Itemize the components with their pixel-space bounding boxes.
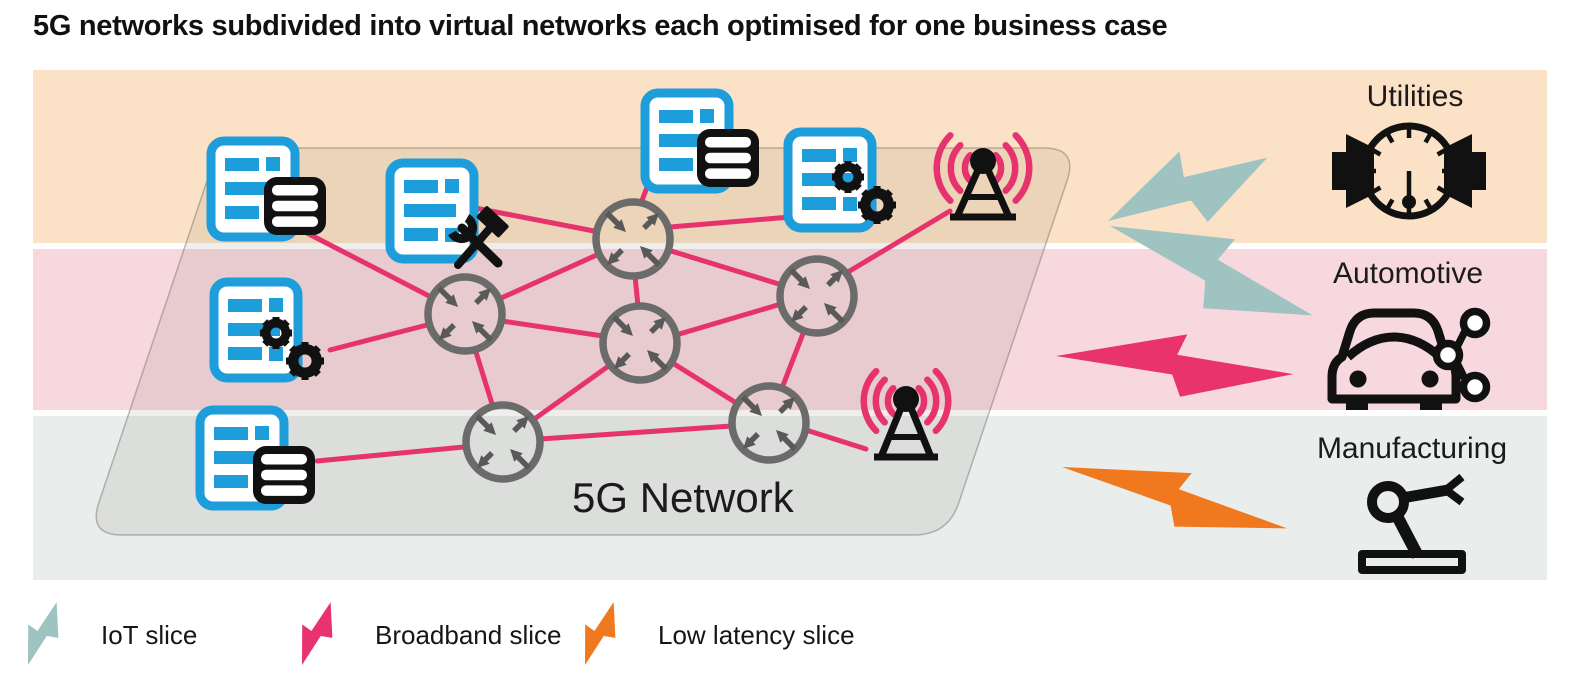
router-icon — [599, 302, 681, 384]
iot-bolt-lower — [1110, 226, 1313, 316]
router-icon — [462, 401, 544, 483]
router-icon — [424, 273, 506, 355]
router-icon — [728, 382, 810, 464]
gears-icon — [832, 161, 896, 224]
legend-label-iot: IoT slice — [101, 619, 198, 650]
iot-bolt-upper — [1108, 151, 1268, 222]
db-icon — [264, 177, 326, 235]
router-icon — [776, 255, 858, 337]
db-icon — [697, 129, 759, 187]
sector-label-automotive: Automotive — [1332, 257, 1484, 290]
network-link — [667, 214, 793, 230]
server-icon — [783, 127, 877, 233]
legend-label-low-latency: Low latency slice — [658, 619, 855, 650]
network-link — [673, 301, 784, 338]
legend-item-iot: IoT slice — [18, 597, 197, 673]
network-link — [665, 247, 785, 288]
network-label: 5G Network — [572, 474, 794, 521]
legend-label-broadband: Broadband slice — [375, 619, 562, 650]
low-latency-bolt — [1062, 467, 1288, 529]
network-link — [668, 359, 741, 407]
page-title: 5G networks subdivided into virtual netw… — [33, 10, 1168, 42]
gauge-icon — [1332, 122, 1486, 220]
db-icon — [253, 446, 315, 504]
tools-icon — [448, 206, 509, 269]
network-links — [302, 179, 953, 464]
broadband-bolt — [1056, 334, 1294, 397]
server-icon — [385, 158, 479, 264]
network-link — [496, 251, 602, 302]
iot-bolt-icon — [28, 602, 59, 665]
network-link — [302, 229, 432, 299]
network-link — [327, 322, 430, 353]
sector-label-utilities: Utilities — [1366, 80, 1464, 113]
network-link — [803, 427, 869, 452]
car-share-icon — [1327, 307, 1491, 410]
router-icon — [592, 198, 674, 280]
network-link — [314, 444, 467, 464]
gears-icon — [260, 317, 324, 380]
network-link — [779, 328, 807, 391]
sector-label-manufacturing: Manufacturing — [1316, 432, 1508, 465]
network-link — [632, 273, 641, 309]
network-link — [499, 318, 606, 339]
legend-item-low-latency: Low latency slice — [575, 597, 855, 673]
antenna-icon — [860, 367, 952, 461]
network-link — [530, 362, 613, 423]
antenna-icon — [933, 132, 1033, 221]
network-link — [472, 346, 496, 410]
legend-item-broadband: Broadband slice — [292, 597, 561, 673]
server-icon — [209, 277, 303, 383]
network-link — [537, 423, 735, 442]
network-link — [845, 208, 953, 275]
broadband-bolt-icon — [302, 602, 333, 665]
robot-arm-icon — [1358, 473, 1466, 574]
low-latency-bolt-icon — [585, 602, 616, 665]
